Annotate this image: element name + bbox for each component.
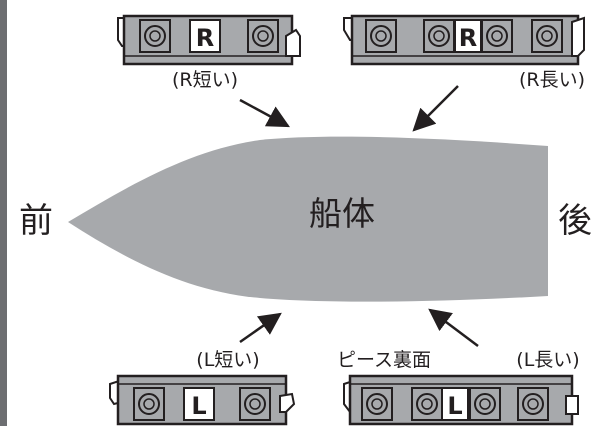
hole-icon: [252, 25, 274, 47]
piece-l-short: L: [109, 374, 296, 426]
r-short-label: (R短い): [172, 69, 238, 91]
piece-tab: [571, 16, 585, 57]
l-short-label: (L短い): [196, 349, 259, 371]
piece-letter: L: [191, 392, 206, 420]
piece-back-label: ピース裏面: [337, 349, 431, 371]
hull-shape: [68, 136, 548, 302]
piece-letter: R: [196, 24, 214, 52]
hole-icon: [244, 393, 266, 415]
piece-cell: [441, 387, 469, 421]
hole-icon: [522, 393, 544, 415]
l-long-label: (L長い): [516, 349, 579, 371]
hole-icon: [138, 393, 160, 415]
hole-icon: [474, 393, 496, 415]
piece-r-short: R: [117, 14, 301, 66]
piece-tab: [565, 395, 579, 415]
piece-tab: [285, 28, 301, 57]
hole-icon: [370, 25, 392, 47]
piece-cell: [189, 19, 221, 53]
arrow-r-long: [412, 85, 459, 132]
hole-icon: [416, 393, 438, 415]
hole-icon: [536, 25, 558, 47]
piece-tab: [279, 392, 296, 413]
piece-letter: L: [447, 392, 462, 420]
hole-icon: [428, 25, 450, 47]
hull-label: 船体: [309, 194, 375, 233]
hole-icon: [486, 25, 508, 47]
r-long-label: (R長い): [519, 69, 585, 91]
piece-l-long: L: [343, 374, 579, 426]
piece-letter: R: [459, 24, 477, 52]
page-left-border: [0, 0, 7, 426]
front-label: 前: [19, 201, 53, 241]
arrow-l-long: [428, 308, 479, 347]
hole-icon: [366, 393, 388, 415]
back-label: 後: [558, 201, 592, 241]
arrow-l-short: [239, 312, 282, 344]
hole-icon: [144, 25, 166, 47]
arrow-r-short: [239, 98, 290, 128]
piece-cell: [183, 387, 215, 421]
piece-r-long: R: [343, 14, 585, 66]
